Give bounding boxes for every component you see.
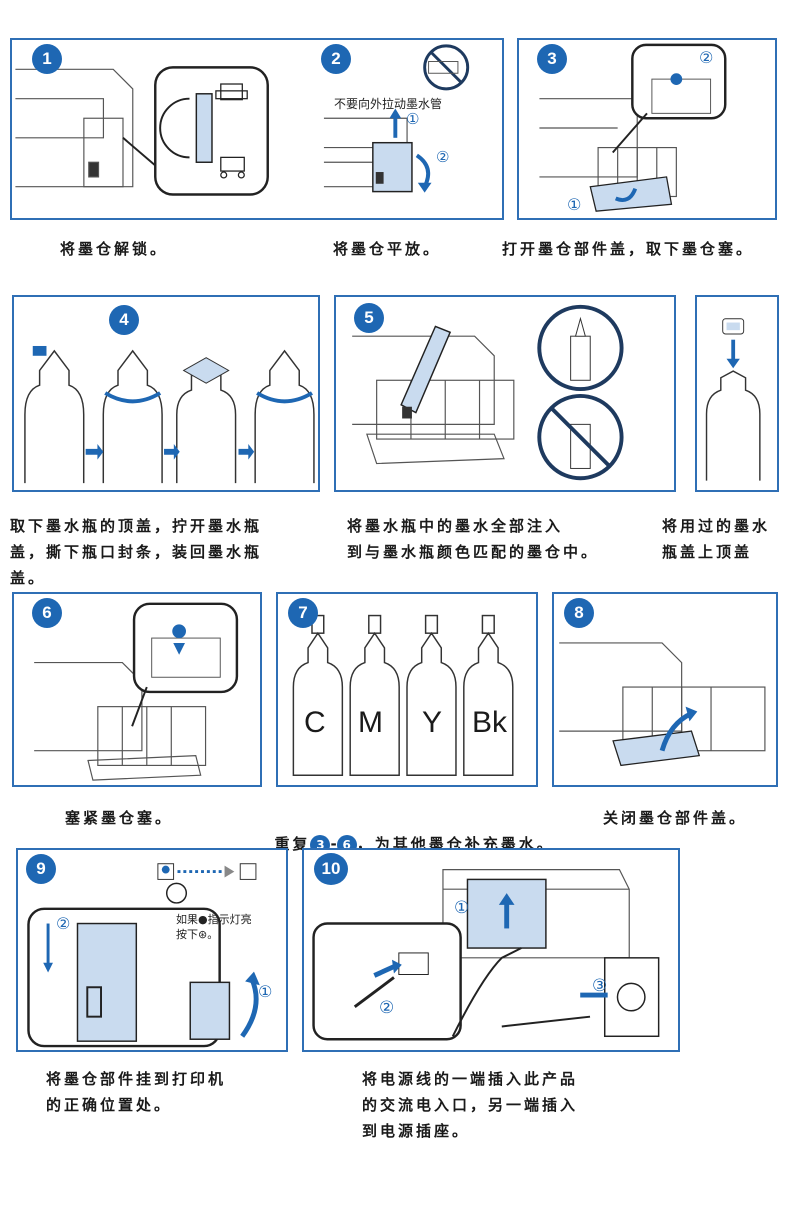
- step-4-panel: 4: [12, 295, 320, 492]
- step-2-panel: 2 不要向外拉动墨水管 ① ②: [318, 38, 504, 220]
- step-6-illustration: [34, 602, 239, 781]
- step-4-caption: 取下墨水瓶的顶盖，拧开墨水瓶 盖，撕下瓶口封条，装回墨水瓶 盖。: [10, 517, 263, 587]
- step-3-callout-2: ②: [699, 48, 714, 67]
- step-2-callout-2: ②: [436, 148, 450, 166]
- step-3-illustration: [539, 43, 727, 212]
- step-1-illustration: [15, 66, 269, 196]
- step-8-number: 8: [564, 598, 594, 628]
- step-1-number: 1: [32, 44, 62, 74]
- step-8-panel: 8: [552, 592, 778, 787]
- step-8-illustration: [559, 642, 766, 767]
- step-5b-caption: 将用过的墨水 瓶盖上顶盖: [662, 517, 771, 561]
- cap-on-bottle-illustration: [705, 318, 761, 481]
- step-4-illustration: [24, 345, 315, 484]
- step-10-callout-1: ①: [454, 898, 470, 918]
- step-7-illustration: [292, 614, 514, 776]
- ink-label-c: C: [304, 706, 326, 739]
- step-10-panel: 10 ① ② ③: [302, 848, 680, 1052]
- range-dash: -: [330, 835, 337, 853]
- step-5-panel: 5: [334, 295, 676, 492]
- step-9-note: 如果●指示灯亮 按下⊛。: [176, 913, 252, 941]
- step-7-panel: 7 C M Y Bk: [276, 592, 538, 787]
- step-2-illustration: [323, 44, 470, 193]
- step-2-number: 2: [321, 44, 351, 74]
- step-10-caption: 将电源线的一端插入此产品 的交流电入口，另一端插入 到电源插座。: [362, 1070, 579, 1140]
- step-5b-panel: [695, 295, 779, 492]
- step-9-panel: 9 如果●指示灯亮 按下⊛。 ① ②: [16, 848, 288, 1052]
- step-9-callout-1: ①: [258, 982, 273, 1001]
- step-3-callout-1: ①: [567, 195, 582, 214]
- step-4-number: 4: [109, 305, 139, 335]
- ink-label-bk: Bk: [472, 706, 508, 739]
- step-2-note: 不要向外拉动墨水管: [334, 97, 443, 111]
- step-3-panel: 3 ① ②: [517, 38, 777, 220]
- step-9-number: 9: [26, 854, 56, 884]
- step-6-panel: 6: [12, 592, 262, 787]
- step-10-illustration: [312, 869, 660, 1041]
- step-3-number: 3: [537, 44, 567, 74]
- step-6-caption: 塞紧墨仓塞。: [65, 809, 174, 827]
- step-5-number: 5: [354, 303, 384, 333]
- step-8-caption: 关闭墨仓部件盖。: [603, 809, 748, 827]
- step-10-callout-3: ③: [592, 976, 608, 996]
- step-7-number: 7: [288, 598, 318, 628]
- step-10-number: 10: [314, 853, 348, 885]
- step-6-number: 6: [32, 598, 62, 628]
- step-2-caption: 将墨仓平放。: [333, 240, 442, 258]
- step-1-caption: 将墨仓解锁。: [60, 240, 169, 258]
- ink-label-y: Y: [422, 706, 443, 739]
- step-5-caption: 将墨水瓶中的墨水全部注入 到与墨水瓶颜色匹配的墨仓中。: [347, 517, 600, 561]
- step-2-callout-1: ①: [406, 110, 420, 128]
- step-9-illustration: [27, 863, 260, 1048]
- step-9-callout-2: ②: [56, 914, 71, 933]
- step-9-caption: 将墨仓部件挂到打印机 的正确位置处。: [46, 1070, 227, 1114]
- step-5-illustration: [352, 304, 624, 481]
- step-3-caption: 打开墨仓部件盖，取下墨仓塞。: [502, 240, 755, 258]
- step-10-callout-2: ②: [379, 998, 395, 1018]
- ink-label-m: M: [358, 706, 383, 739]
